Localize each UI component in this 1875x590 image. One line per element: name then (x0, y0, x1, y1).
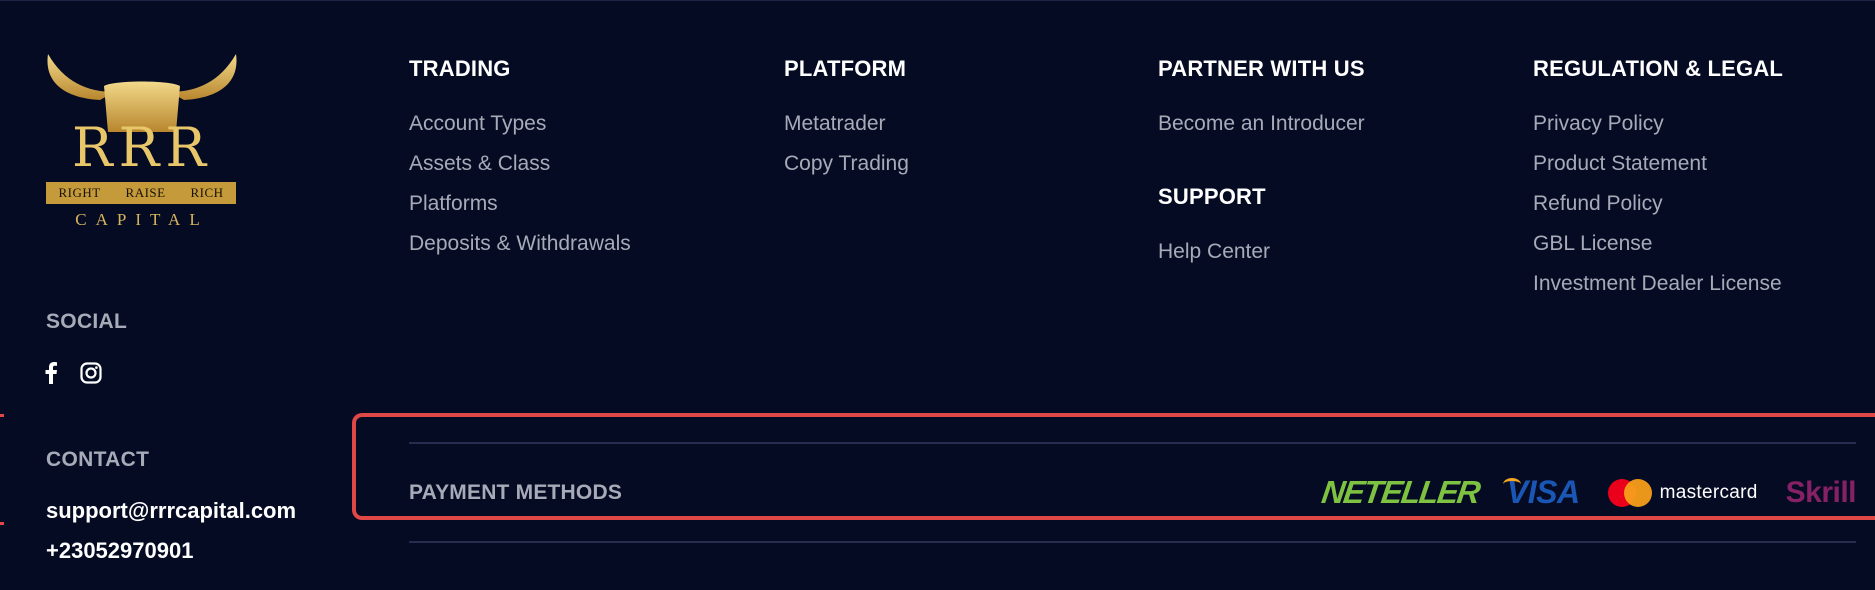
link-privacy-policy[interactable]: Privacy Policy (1533, 112, 1664, 135)
legal-column: REGULATION & LEGAL Privacy Policy Produc… (1533, 56, 1783, 304)
partner-heading: PARTNER WITH US (1158, 56, 1365, 81)
instagram-icon[interactable] (80, 362, 102, 384)
logo-capital: CAPITAL (75, 210, 209, 229)
highlight-edge-top (0, 414, 4, 417)
platform-heading: PLATFORM (784, 56, 907, 81)
trading-column: TRADING Account Types Assets & Class Pla… (409, 56, 631, 264)
support-heading: SUPPORT (1158, 184, 1266, 209)
link-deposits-withdrawals[interactable]: Deposits & Withdrawals (409, 232, 631, 255)
link-copy-trading[interactable]: Copy Trading (784, 152, 909, 175)
link-metatrader[interactable]: Metatrader (784, 112, 886, 135)
link-assets-class[interactable]: Assets & Class (409, 152, 551, 175)
link-investment-dealer-license[interactable]: Investment Dealer License (1533, 272, 1782, 295)
logo-letters: RRR (72, 116, 212, 179)
trading-heading: TRADING (409, 56, 511, 81)
payment-methods-label: PAYMENT METHODS (409, 481, 623, 504)
link-gbl-license[interactable]: GBL License (1533, 232, 1653, 255)
contact-email-link[interactable]: support@rrrcapital.com (46, 498, 297, 523)
highlight-edge-bottom (0, 522, 4, 525)
link-refund-policy[interactable]: Refund Policy (1533, 192, 1663, 215)
support-section: SUPPORT Help Center (1158, 184, 1365, 272)
top-divider (0, 0, 1875, 1)
link-become-introducer[interactable]: Become an Introducer (1158, 112, 1365, 135)
link-account-types[interactable]: Account Types (409, 112, 547, 135)
brand-logo[interactable]: RRR RIGHT RAISE RICH CAPITAL (44, 52, 240, 236)
contact-phone-link[interactable]: +23052970901 (46, 538, 194, 563)
skrill-logo: Skrill (1785, 475, 1857, 509)
logo-word-right: RIGHT (58, 185, 101, 200)
contact-heading: CONTACT (46, 448, 150, 471)
payment-divider-bottom (409, 541, 1856, 543)
social-heading: SOCIAL (46, 310, 128, 333)
social-icons (44, 362, 102, 384)
legal-heading: REGULATION & LEGAL (1533, 56, 1784, 81)
facebook-icon[interactable] (44, 362, 58, 384)
platform-column: PLATFORM Metatrader Copy Trading (784, 56, 909, 184)
payment-highlight-frame (352, 413, 1875, 520)
neteller-logo: NETELLER (1319, 474, 1482, 510)
bull-horns-graphic (47, 54, 237, 132)
partner-column: PARTNER WITH US Become an Introducer SUP… (1158, 56, 1365, 272)
payment-divider-top (409, 442, 1856, 444)
link-product-statement[interactable]: Product Statement (1533, 152, 1707, 175)
mastercard-logo: mastercard (1607, 478, 1758, 507)
logo-tagline-band: RIGHT RAISE RICH (46, 182, 236, 204)
mastercard-wordmark: mastercard (1659, 481, 1758, 503)
mastercard-circles-icon (1607, 478, 1652, 507)
logo-word-rich: RICH (190, 185, 224, 200)
link-help-center[interactable]: Help Center (1158, 240, 1271, 263)
visa-logo: VISA (1502, 474, 1580, 510)
payment-logos: NETELLER VISA mastercard Skrill (1319, 474, 1857, 511)
logo-word-raise: RAISE (125, 185, 166, 200)
link-platforms[interactable]: Platforms (409, 192, 498, 215)
